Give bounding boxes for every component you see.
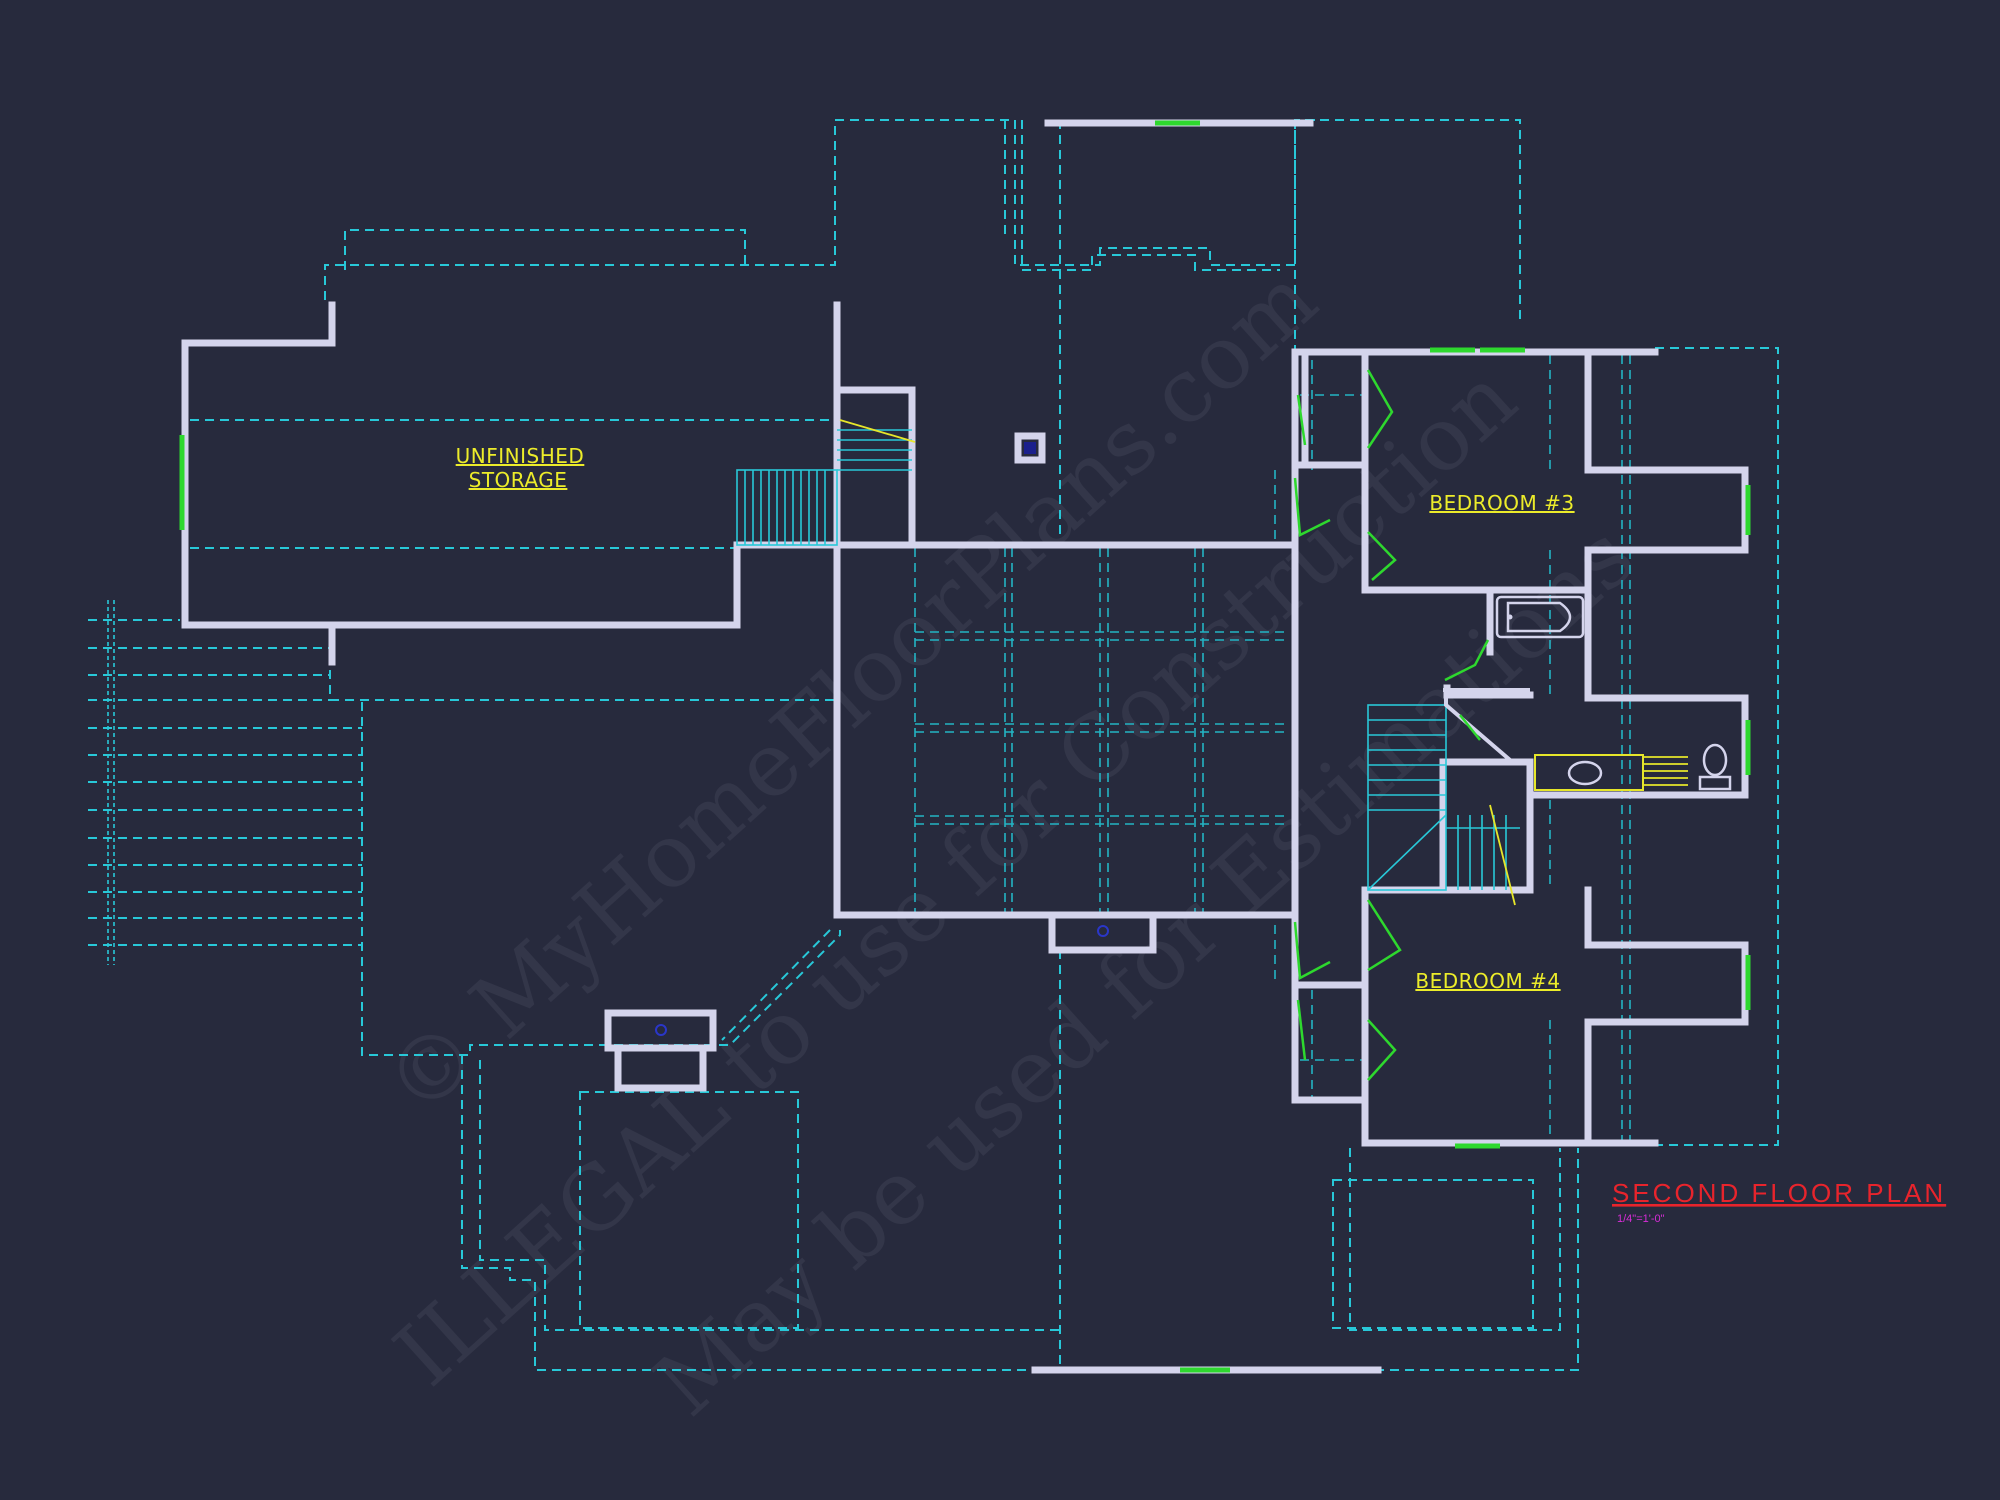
windows xyxy=(179,120,1751,1373)
vanity xyxy=(1534,754,1644,791)
bathtub xyxy=(1495,595,1585,639)
room-label-bedroom-4: BEDROOM #4 xyxy=(1415,969,1560,993)
pergola-lines xyxy=(88,600,362,965)
drawing-title: SECOND FLOOR PLAN xyxy=(1612,1178,1946,1208)
watermark-line-2: ILLEGAL to use for Construction xyxy=(375,346,1535,1405)
bath-fixtures xyxy=(1495,595,1732,791)
stairs xyxy=(736,419,1520,906)
chimney-marker-left xyxy=(655,1024,667,1036)
vent-marker xyxy=(1024,442,1036,454)
chimney-marker-center xyxy=(1097,925,1109,937)
doors xyxy=(1293,369,1490,1081)
room-label-storage-line-2: STORAGE xyxy=(469,468,568,492)
room-label-bedroom-3: BEDROOM #3 xyxy=(1429,491,1574,515)
room-label-storage-line-1: UNFINISHED xyxy=(456,444,585,468)
toilet xyxy=(1702,743,1728,777)
sink xyxy=(1567,760,1603,786)
watermark: © MyHomeFloorPlans.com ILLEGAL to use fo… xyxy=(365,247,1653,1436)
open-to-below-grid xyxy=(914,548,1290,912)
drawing-scale: 1/4"=1'-0" xyxy=(1617,1213,1665,1225)
